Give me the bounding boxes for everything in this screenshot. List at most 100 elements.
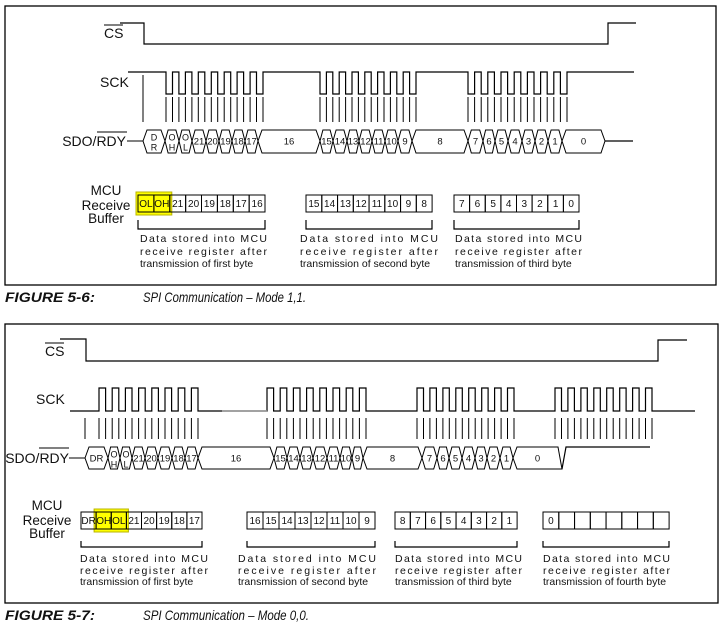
buffer-cell-label: 15	[308, 199, 320, 210]
buffer-note-line: receive register after	[238, 565, 377, 577]
buffer-cell-label: 17	[189, 516, 201, 527]
buffer-cell	[621, 511, 639, 530]
sdo-label: SDO/	[5, 450, 39, 466]
sdo-cell-label: 15	[275, 453, 286, 464]
sdo-cell-label: 0	[535, 453, 540, 464]
sdo-bit-cell: 21	[191, 129, 207, 154]
figure-frame	[4, 323, 719, 604]
buffer-cell-label: 10	[345, 516, 357, 527]
sdo-bit-cell: 12	[358, 129, 373, 154]
sdo-cell-label: 20	[146, 453, 157, 464]
buffer-note-line: Data stored into MCU	[140, 233, 267, 245]
buffer-cell	[558, 511, 576, 530]
sdo-cell-label: 6	[486, 136, 491, 147]
sdo-cell-label: 7	[473, 136, 478, 147]
buffer-cell	[652, 511, 670, 530]
sdo-cell-label: 4	[466, 453, 471, 464]
buffer-cell-label: 19	[159, 516, 171, 527]
sdo-cell-label: 18	[233, 136, 244, 147]
sdo-bit-cell: 0	[561, 129, 606, 154]
sdo-bit-cell: 5	[494, 129, 509, 154]
buffer-cell-label: 16	[252, 199, 264, 210]
clock-edge-markers	[142, 75, 568, 122]
sdo-bit-cell: 13	[346, 129, 360, 154]
sdo-cell-label: 1	[552, 136, 557, 147]
sdo-cell-label: 14	[335, 136, 346, 147]
buffer-cell-label: OL	[139, 199, 153, 210]
buffer-note-line: transmission of second byte	[238, 576, 368, 588]
sdo-cell-label: D	[151, 133, 158, 143]
sdo-cell-label: 13	[348, 136, 359, 147]
buffer-cell-label: 6	[475, 199, 481, 210]
buffer-cell	[589, 511, 607, 530]
buffer-cell-label: 19	[204, 199, 216, 210]
sdo-label: SDO/	[62, 133, 96, 149]
sck-label: SCK	[36, 391, 65, 407]
buffer-note-line: Data stored into MCU	[238, 553, 376, 565]
sdo-bit-cell: 9	[397, 129, 413, 154]
buffer-bracket	[305, 220, 433, 230]
sdo-cell-label: 5	[453, 453, 458, 464]
buffer-cell	[637, 511, 654, 530]
sdo-cell-label: 10	[341, 453, 352, 464]
figure-caption: FIGURE 5-7:SPI Communication – Mode 0,0.	[5, 607, 309, 623]
sdo-cell-label: O	[122, 450, 129, 460]
buffer-cell-label: 0	[568, 199, 574, 210]
sdo-cell-label: H	[111, 460, 118, 470]
sdo-bit-cell: 14	[332, 129, 348, 154]
sdo-cell-label: 3	[526, 136, 531, 147]
buffer-note-line: receive register after	[80, 565, 209, 577]
buffer-bracket	[453, 220, 580, 230]
sck-waveform	[70, 387, 695, 412]
buffer-cell-label: 20	[144, 516, 156, 527]
buffer-cell	[186, 511, 203, 530]
sdo-bit-cell: 11	[326, 446, 341, 470]
buffer-note-line: transmission of third byte	[395, 576, 512, 588]
sdo-bit-cell: 3	[521, 129, 536, 154]
buffer-note-line: receive register after	[455, 246, 583, 258]
sdo-bit-cell: 2	[486, 446, 501, 470]
clock-edge-markers	[84, 418, 653, 439]
sdo-cell-label: 14	[288, 453, 299, 464]
buffer-cell-label: 3	[476, 516, 482, 527]
sdo-cell-label: 11	[329, 453, 339, 464]
buffer-cell-label: 13	[297, 516, 309, 527]
buffer-cell-label: 8	[400, 516, 406, 527]
sdo-bit-cell: 5	[448, 446, 463, 470]
buffer-cell	[605, 511, 623, 530]
sdo-bit-cell: 8	[362, 446, 423, 470]
sdo-cell-label: 6	[440, 453, 445, 464]
sdo-bit-cell: 10	[384, 129, 399, 154]
sdo-cell-label: 12	[315, 453, 326, 464]
buffer-cell-label: 18	[220, 199, 232, 210]
sdo-cell-label: 8	[390, 453, 395, 464]
sck-signal: SCK	[36, 387, 695, 439]
figure-title: SPI Communication – Mode 1,1.	[143, 289, 306, 305]
buffer-note-line: receive register after	[543, 565, 671, 577]
sck-signal: SCK	[100, 71, 634, 122]
buffer-cell-label: OH	[154, 199, 169, 210]
buffer-cell-label: 12	[313, 516, 325, 527]
sdo-cell-label: 20	[207, 136, 218, 147]
buffer-cell-label: 5	[446, 516, 452, 527]
buffer-cell-label: 1	[507, 516, 513, 527]
sdo-cell-label: 13	[301, 453, 312, 464]
rdy-label: RDY	[96, 133, 126, 149]
sdo-cell-label: 17	[186, 453, 197, 464]
sdo-bit-cell: 12	[312, 446, 328, 470]
sdo-cell-label: 4	[512, 136, 517, 147]
buffer-note-line: transmission of first byte	[80, 576, 193, 588]
buffer-cell-label: 13	[340, 199, 352, 210]
sdo-bit-cell: 20	[205, 129, 220, 154]
sdo-cell-label: 3	[478, 453, 483, 464]
sdo-cell-label: 10	[386, 136, 397, 147]
sdo-bit-cell: 19	[157, 446, 173, 470]
buffer-note-line: receive register after	[300, 246, 439, 258]
sdo-cell-label: 17	[246, 136, 257, 147]
sdo-bit-cell: 20	[144, 446, 159, 470]
